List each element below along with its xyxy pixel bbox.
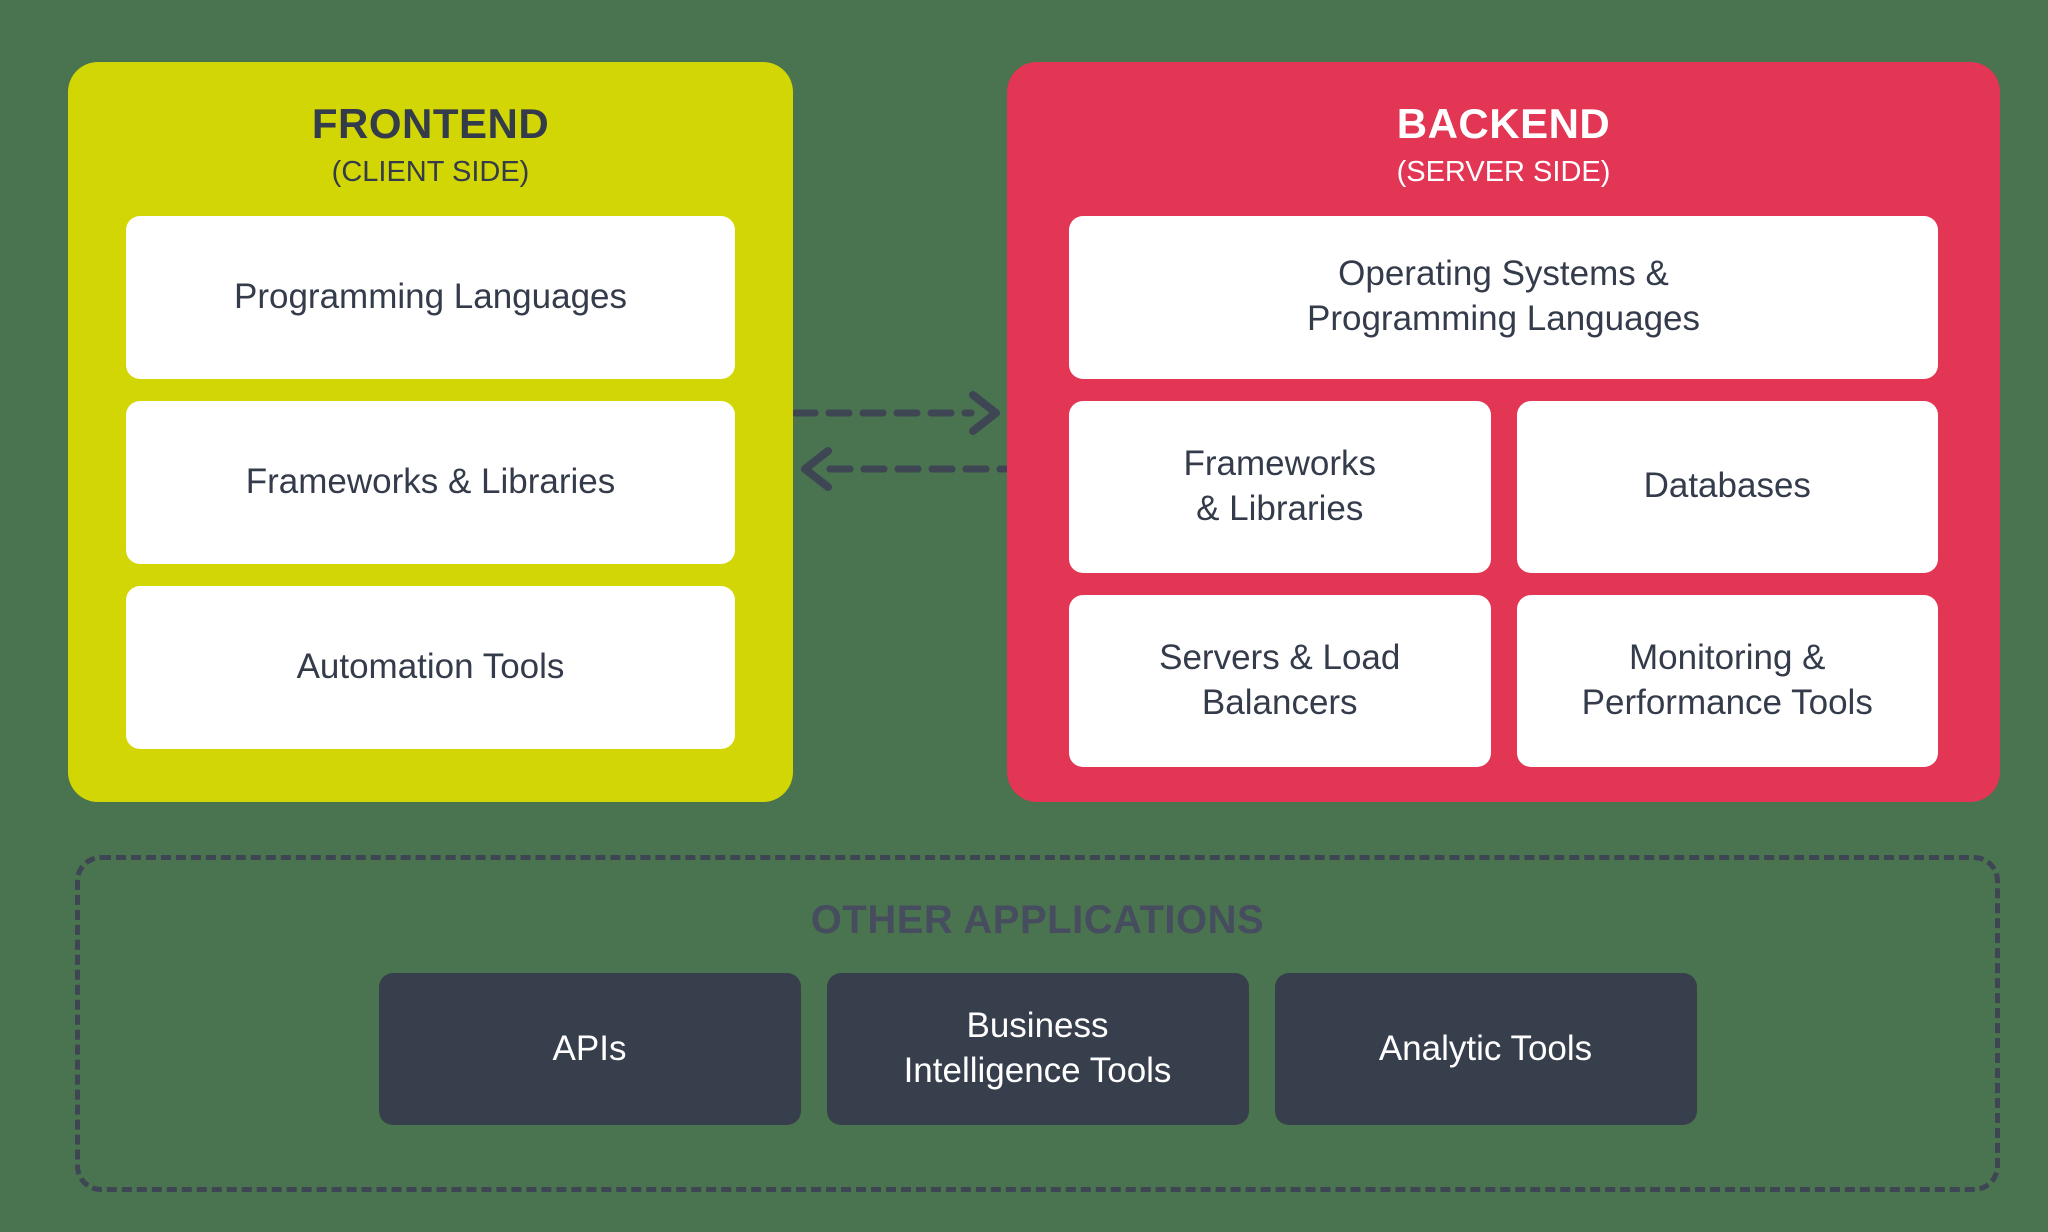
backend-card-row-2: Servers & Load Balancers Monitoring & Pe… [1069, 594, 1938, 767]
backend-card-monitoring-performance-tools[interactable]: Monitoring & Performance Tools [1516, 594, 1938, 767]
connector-arrows [793, 390, 1008, 500]
frontend-card-programming-languages[interactable]: Programming Languages [126, 215, 735, 379]
card-label: Servers & Load Balancers [1159, 636, 1400, 726]
card-label-line1: Monitoring & [1629, 637, 1826, 677]
card-label: Business Intelligence Tools [904, 1004, 1172, 1094]
frontend-panel: FRONTEND (CLIENT SIDE) Programming Langu… [68, 62, 793, 802]
backend-subtitle: (SERVER SIDE) [1396, 155, 1611, 188]
card-label-line2: Intelligence Tools [903, 1051, 1172, 1090]
card-label: Analytic Tools [1378, 1028, 1593, 1068]
other-applications-card-list: APIs Business Intelligence Tools Analyti… [80, 973, 1995, 1125]
backend-card-operating-systems-programming-languages[interactable]: Operating Systems & Programming Language… [1069, 215, 1938, 379]
backend-title: BACKEND [1396, 100, 1611, 147]
frontend-card-list: Programming Languages Frameworks & Libra… [126, 215, 735, 749]
card-label-line1: Frameworks [1183, 443, 1377, 483]
other-applications-section: OTHER APPLICATIONS APIs Business Intelli… [75, 855, 2000, 1192]
card-label-line2: Balancers [1201, 682, 1358, 722]
backend-card-databases[interactable]: Databases [1516, 400, 1938, 573]
other-card-apis[interactable]: APIs [378, 973, 801, 1125]
card-label-line2: Performance Tools [1581, 682, 1873, 722]
backend-header: BACKEND (SERVER SIDE) [1069, 62, 1938, 216]
backend-card-frameworks-libraries[interactable]: Frameworks & Libraries [1069, 400, 1491, 573]
card-label: Operating Systems & Programming Language… [1307, 252, 1700, 342]
card-label-line1: Operating Systems & [1338, 254, 1669, 294]
card-label: Frameworks & Libraries [245, 461, 616, 501]
card-label-line2: & Libraries [1196, 488, 1364, 528]
card-label: Databases [1643, 466, 1811, 506]
card-label: Programming Languages [233, 276, 627, 316]
card-label-line1: Servers & Load [1159, 637, 1401, 677]
backend-card-list: Operating Systems & Programming Language… [1069, 215, 1938, 767]
card-label: APIs [552, 1028, 627, 1068]
card-label: Monitoring & Performance Tools [1582, 636, 1873, 726]
frontend-subtitle: (CLIENT SIDE) [331, 155, 530, 188]
card-label: Frameworks & Libraries [1183, 442, 1376, 532]
frontend-card-automation-tools[interactable]: Automation Tools [126, 585, 735, 749]
card-label-line2: Programming Languages [1306, 299, 1700, 339]
frontend-card-frameworks-libraries[interactable]: Frameworks & Libraries [126, 400, 735, 564]
card-label: Automation Tools [296, 646, 565, 686]
frontend-title: FRONTEND [311, 100, 550, 147]
arrow-left-dashed-icon [801, 447, 1008, 491]
card-label-line1: Business [966, 1006, 1109, 1046]
other-card-business-intelligence-tools[interactable]: Business Intelligence Tools [826, 973, 1249, 1125]
backend-panel: BACKEND (SERVER SIDE) Operating Systems … [1007, 62, 2000, 802]
other-card-analytic-tools[interactable]: Analytic Tools [1274, 973, 1697, 1125]
backend-card-servers-load-balancers[interactable]: Servers & Load Balancers [1069, 594, 1491, 767]
frontend-header: FRONTEND (CLIENT SIDE) [126, 62, 735, 216]
other-applications-title: OTHER APPLICATIONS [810, 898, 1265, 942]
backend-card-row-1: Frameworks & Libraries Databases [1069, 400, 1938, 573]
arrow-right-dashed-icon [793, 391, 1000, 435]
